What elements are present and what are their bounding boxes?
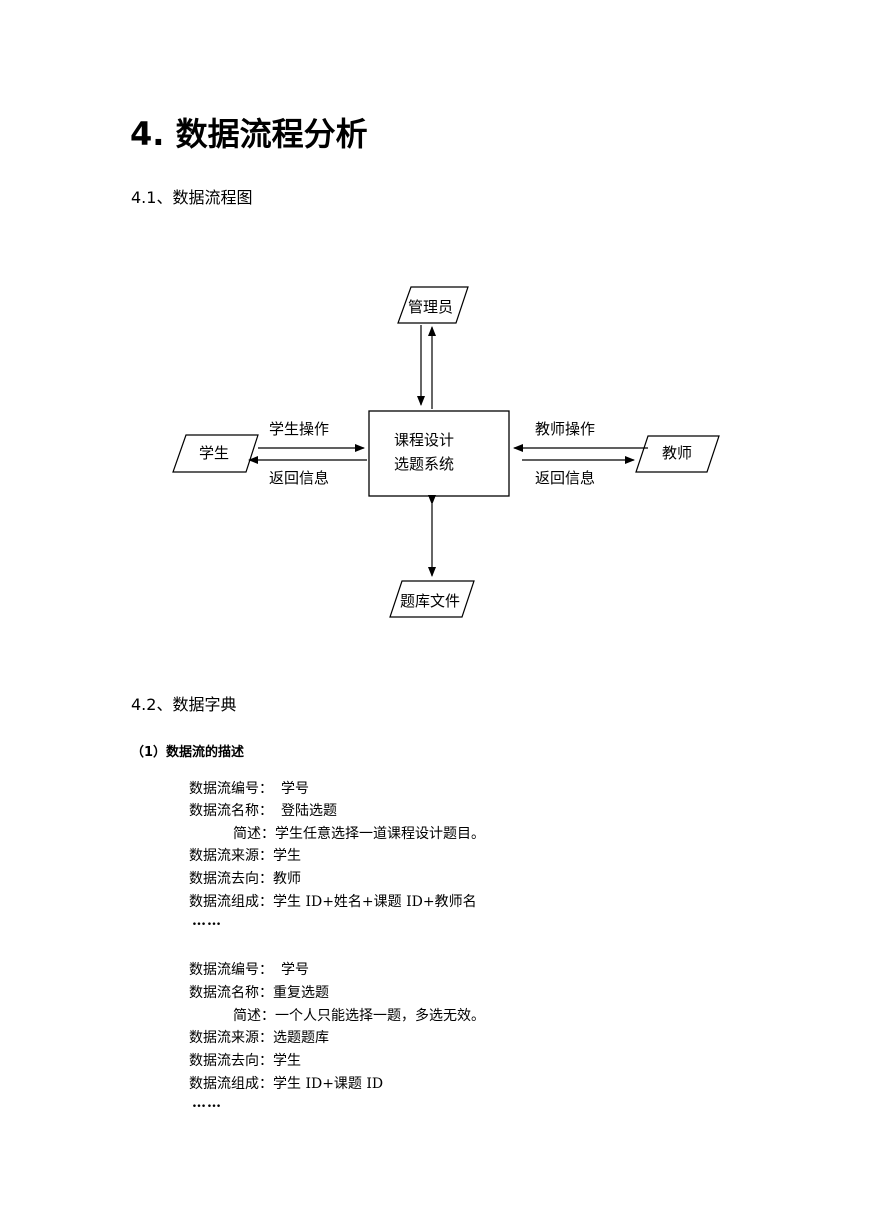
data-flow-diagram: 课程设计 选题系统 管理员 学生 学生操作 返回信息 教师 教师操作 返回信息 …: [172, 286, 720, 618]
flow-source-value: 选题题库: [273, 1030, 329, 1046]
flow-id-row: 数据流编号： 学号: [189, 780, 309, 798]
teacher-entity-shape: [635, 435, 720, 473]
ellipsis: ……: [192, 913, 222, 929]
admin-entity-label: 管理员: [408, 298, 453, 316]
flow-dest-value: 学生: [273, 1053, 301, 1069]
flow-name-label: 数据流名称：: [189, 985, 273, 1001]
flow-composition-label: 数据流组成：: [189, 1076, 273, 1092]
flow-composition-value: 学生 ID+课题 ID: [273, 1076, 384, 1092]
flow-id-label: 数据流编号：: [189, 781, 273, 797]
teacher-op-label: 教师操作: [535, 420, 595, 438]
flow-dest-row: 数据流去向：学生: [189, 1052, 301, 1070]
system-label-line-2: 选题系统: [394, 455, 454, 473]
system-label-line-1: 课程设计: [394, 431, 454, 449]
flow-name-row: 数据流名称： 登陆选题: [189, 802, 337, 820]
flow-desc-value: 学生任意选择一道课程设计题目。: [275, 826, 485, 842]
student-op-label: 学生操作: [269, 420, 329, 438]
flow-source-row: 数据流来源：学生: [189, 847, 301, 865]
student-entity-shape: [172, 434, 259, 473]
flow-dest-row: 数据流去向：教师: [189, 870, 301, 888]
admin-entity-shape: [397, 286, 469, 324]
flow-dest-label: 数据流去向：: [189, 1053, 273, 1069]
flow-id-value: 学号: [281, 781, 309, 797]
student-entity-label: 学生: [199, 444, 229, 462]
teacher-entity-label: 教师: [662, 444, 692, 462]
flow-desc-label: 简述：: [233, 826, 275, 842]
section-title-data-dictionary: 4.2、数据字典: [131, 695, 237, 714]
flow-name-row: 数据流名称：重复选题: [189, 984, 329, 1002]
flow-desc-value: 一个人只能选择一题，多选无效。: [275, 1008, 485, 1024]
flow-id-value: 学号: [281, 962, 309, 978]
subsection-title-data-flow-description: （1）数据流的描述: [131, 745, 245, 760]
student-return-label: 返回信息: [269, 469, 329, 487]
flow-composition-row: 数据流组成：学生 ID+课题 ID: [189, 1075, 383, 1093]
flow-desc-row: 简述：学生任意选择一道课程设计题目。: [233, 825, 485, 843]
flow-composition-row: 数据流组成：学生 ID+姓名+课题 ID+教师名: [189, 893, 477, 911]
flow-source-value: 学生: [273, 848, 301, 864]
question-bank-shape: [389, 580, 475, 618]
flow-source-label: 数据流来源：: [189, 848, 273, 864]
flow-composition-label: 数据流组成：: [189, 894, 273, 910]
flow-name-label: 数据流名称：: [189, 803, 273, 819]
section-title-data-flow-diagram: 4.1、数据流程图: [131, 188, 253, 207]
flow-id-row: 数据流编号： 学号: [189, 961, 309, 979]
flow-name-value: 登陆选题: [281, 803, 337, 819]
question-bank-label: 题库文件: [400, 592, 460, 610]
flow-dest-label: 数据流去向：: [189, 871, 273, 887]
flow-source-row: 数据流来源：选题题库: [189, 1029, 329, 1047]
flow-composition-value: 学生 ID+姓名+课题 ID+教师名: [273, 894, 477, 910]
flow-dest-value: 教师: [273, 871, 301, 887]
flow-name-value: 重复选题: [273, 985, 329, 1001]
teacher-return-label: 返回信息: [535, 469, 595, 487]
flow-source-label: 数据流来源：: [189, 1030, 273, 1046]
ellipsis: ……: [192, 1095, 222, 1111]
page-title: 4. 数据流程分析: [130, 115, 368, 153]
flow-id-label: 数据流编号：: [189, 962, 273, 978]
flow-desc-label: 简述：: [233, 1008, 275, 1024]
system-process-box: [368, 410, 510, 497]
flow-desc-row: 简述：一个人只能选择一题，多选无效。: [233, 1007, 485, 1025]
